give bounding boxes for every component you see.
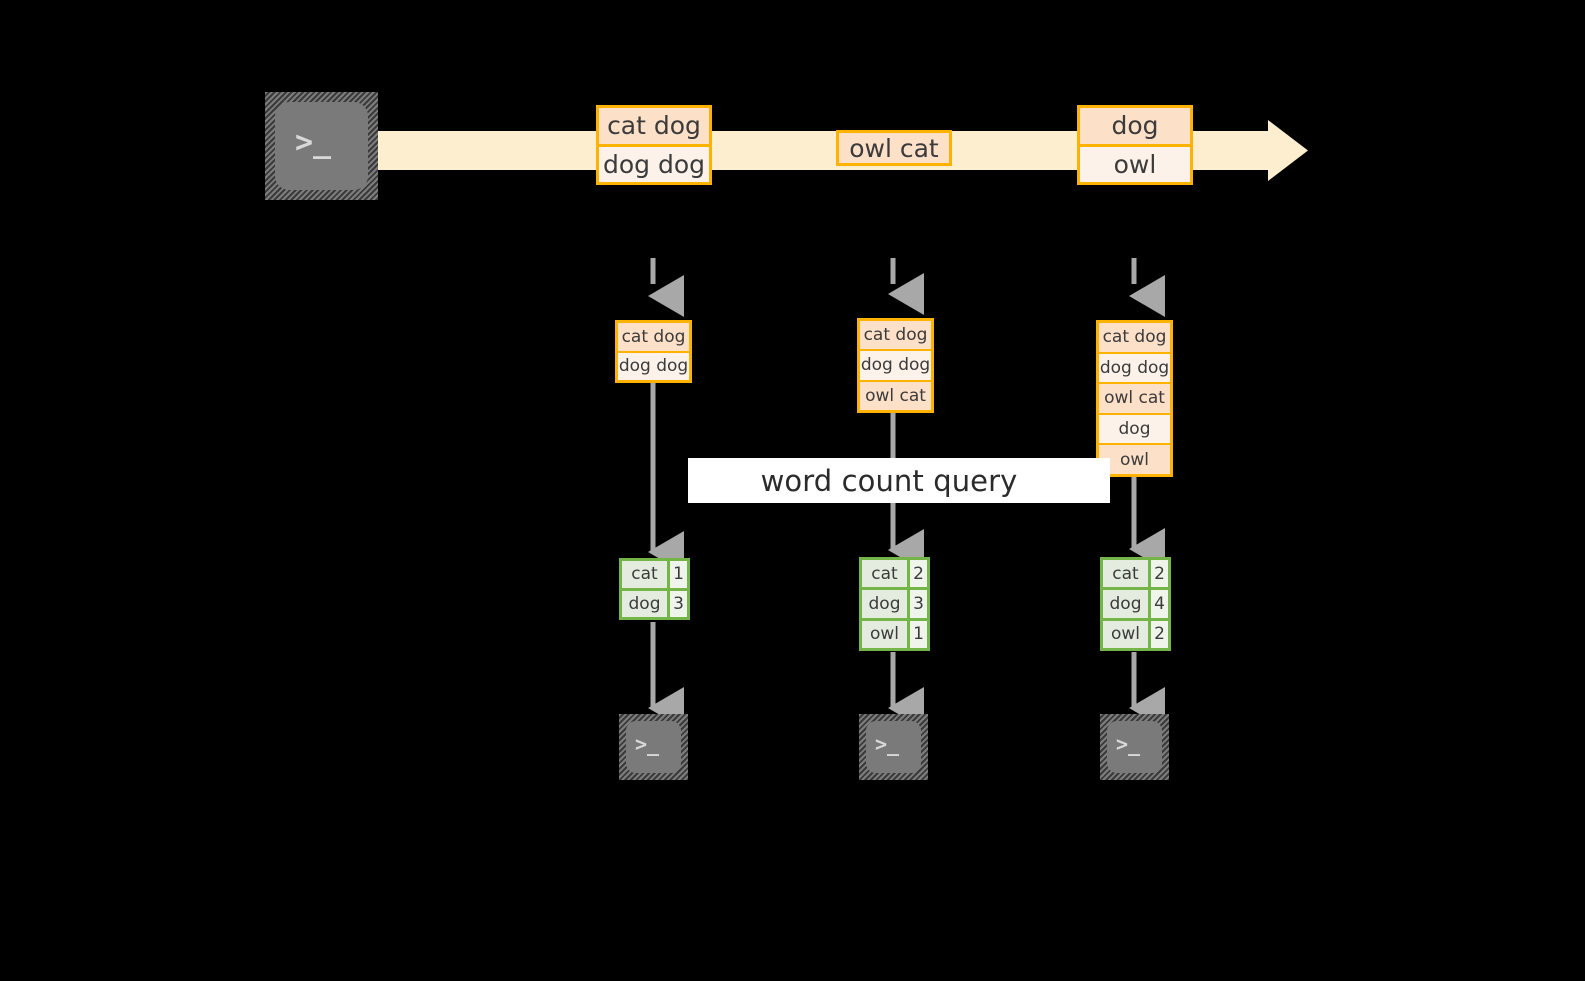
result-count: 1 [907, 620, 927, 648]
result-word: owl [862, 620, 907, 648]
result-count: 2 [907, 560, 927, 588]
terminal-prompt-glyph: >_ [295, 125, 332, 160]
table-row: cat 1 [622, 561, 687, 588]
result-count: 1 [667, 561, 687, 588]
result-table-1[interactable]: cat 1 dog 3 [619, 558, 690, 620]
source-terminal[interactable]: >_ [265, 92, 378, 200]
terminal-screen [626, 721, 681, 773]
input-table-row: cat dog [1099, 323, 1170, 352]
terminal-screen [275, 102, 368, 190]
result-word: owl [1103, 620, 1148, 648]
stream-event-line: owl cat [839, 133, 949, 163]
sink-terminal-2[interactable]: >_ [859, 714, 928, 780]
result-word: dog [1103, 590, 1148, 618]
input-table-1[interactable]: cat dog dog dog [615, 320, 692, 383]
input-table-row: owl cat [860, 379, 931, 410]
sink-terminal-3[interactable]: >_ [1100, 714, 1169, 780]
result-count: 3 [907, 590, 927, 618]
table-row: dog 3 [862, 587, 927, 618]
stream-event-2[interactable]: owl cat [836, 130, 952, 166]
input-table-row: owl [1099, 443, 1170, 474]
input-table-row: dog dog [860, 349, 931, 380]
terminal-prompt-glyph: >_ [635, 732, 660, 756]
result-count: 2 [1148, 620, 1168, 648]
table-row: dog 3 [622, 587, 687, 617]
stream-event-3[interactable]: dog owl [1077, 105, 1193, 185]
table-row: cat 2 [862, 560, 927, 588]
input-table-row: dog dog [1099, 351, 1170, 383]
result-count: 4 [1148, 590, 1168, 618]
stream-event-line: dog dog [599, 143, 709, 182]
sink-terminal-1[interactable]: >_ [619, 714, 688, 780]
table-row: owl 2 [1103, 617, 1168, 648]
result-word: dog [862, 590, 907, 618]
result-table-3[interactable]: cat 2 dog 4 owl 2 [1100, 557, 1171, 651]
stream-event-line: owl [1080, 143, 1190, 182]
input-table-row: dog [1099, 412, 1170, 444]
terminal-prompt-glyph: >_ [875, 732, 900, 756]
result-word: cat [862, 560, 907, 588]
terminal-screen [1107, 721, 1162, 773]
result-count: 3 [667, 590, 687, 617]
result-table-2[interactable]: cat 2 dog 3 owl 1 [859, 557, 930, 651]
result-word: cat [622, 561, 667, 588]
table-row: dog 4 [1103, 587, 1168, 618]
stream-event-1[interactable]: cat dog dog dog [596, 105, 712, 185]
stream-event-line: dog [1080, 108, 1190, 144]
terminal-prompt-glyph: >_ [1116, 732, 1141, 756]
input-table-row: cat dog [618, 323, 689, 351]
input-table-row: owl cat [1099, 382, 1170, 413]
input-table-2[interactable]: cat dog dog dog owl cat [857, 318, 934, 413]
table-row: cat 2 [1103, 560, 1168, 588]
query-label: word count query [760, 463, 1018, 498]
stream-tap-arrows [647, 258, 1165, 318]
input-table-row: dog dog [618, 350, 689, 380]
result-word: dog [622, 590, 667, 617]
stream-event-line: cat dog [599, 108, 709, 144]
table-row: owl 1 [862, 617, 927, 648]
input-table-row: cat dog [860, 321, 931, 350]
result-count: 2 [1148, 560, 1168, 588]
terminal-screen [866, 721, 921, 773]
query-band: word count query [688, 458, 1110, 503]
input-table-3[interactable]: cat dog dog dog owl cat dog owl [1096, 320, 1173, 477]
result-word: cat [1103, 560, 1148, 588]
